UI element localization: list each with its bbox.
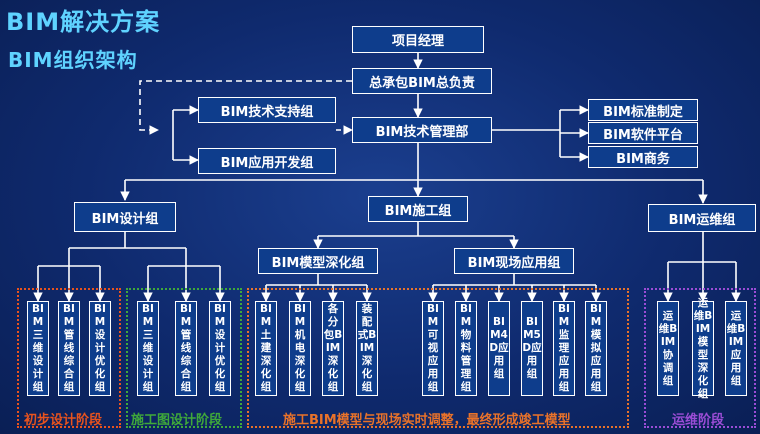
leaf-visual-app: BIM可视应用组 <box>422 301 444 396</box>
phase-label-construction: 施工BIM模型与现场实时调整，最终形成竣工模型 <box>283 413 571 428</box>
business-node: BIM商务 <box>588 146 698 168</box>
leaf-3d-design-2: BIM三维设计组 <box>137 301 159 396</box>
leaf-design-opt-2: BIM设计优化组 <box>209 301 231 396</box>
app-dev-node: BIM应用开发组 <box>198 148 336 174</box>
project-manager-node: 项目经理 <box>352 26 484 53</box>
leaf-pipe-integration-2: BIM管线综合组 <box>175 301 197 396</box>
leaf-om-app: 运维BIM应用组 <box>725 301 747 396</box>
leaf-material-mgmt: BIM物料管理组 <box>455 301 477 396</box>
leaf-pipe-integration-1: BIM管线综合组 <box>58 301 80 396</box>
page-subtitle: BIM组织架构 <box>8 48 138 72</box>
leaf-om-model-deepening: 运维BIM模型深化组 <box>692 296 714 400</box>
leaf-simulation-app: BIM模拟应用组 <box>585 301 607 396</box>
leaf-subcontract-deepening: 各分包BIM深化组 <box>322 301 344 396</box>
phase-frame-preliminary <box>17 288 121 428</box>
tech-support-node: BIM技术支持组 <box>198 97 336 123</box>
phase-frame-construction-drawing <box>126 288 242 428</box>
standard-node: BIM标准制定 <box>588 99 698 121</box>
phase-frame-construction <box>247 288 629 428</box>
model-group-node: BIM模型深化组 <box>258 248 378 274</box>
page-title: BIM解决方案 <box>6 8 161 36</box>
operation-group-node: BIM运维组 <box>648 204 756 232</box>
leaf-3d-design-1: BIM三维设计组 <box>27 301 49 396</box>
design-group-node: BIM设计组 <box>74 202 176 232</box>
gc-bim-lead-node: 总承包BIM总负责 <box>352 68 492 94</box>
leaf-5d-app: BIM5D应用组 <box>521 301 543 396</box>
phase-label-construction-drawing: 施工图设计阶段 <box>131 413 223 428</box>
site-group-node: BIM现场应用组 <box>454 248 574 274</box>
leaf-mep-deepening: BIM机电深化组 <box>289 301 311 396</box>
leaf-supervision-app: BIM监理应用组 <box>553 301 575 396</box>
leaf-design-opt-1: BIM设计优化组 <box>89 301 111 396</box>
leaf-civil-deepening: BIM土建深化组 <box>255 301 277 396</box>
tech-mgmt-node: BIM技术管理部 <box>352 117 492 143</box>
phase-frame-operation <box>644 288 756 428</box>
leaf-om-coordination: 运维BIM协调组 <box>657 301 679 396</box>
construction-group-node: BIM施工组 <box>368 196 468 222</box>
phase-label-operation: 运维阶段 <box>672 413 725 428</box>
leaf-4d-app: BIM4D应用组 <box>488 301 510 396</box>
software-node: BIM软件平台 <box>588 122 698 144</box>
leaf-prefab-deepening: 装配式BIM深化组 <box>356 301 378 396</box>
phase-label-preliminary: 初步设计阶段 <box>24 413 103 428</box>
